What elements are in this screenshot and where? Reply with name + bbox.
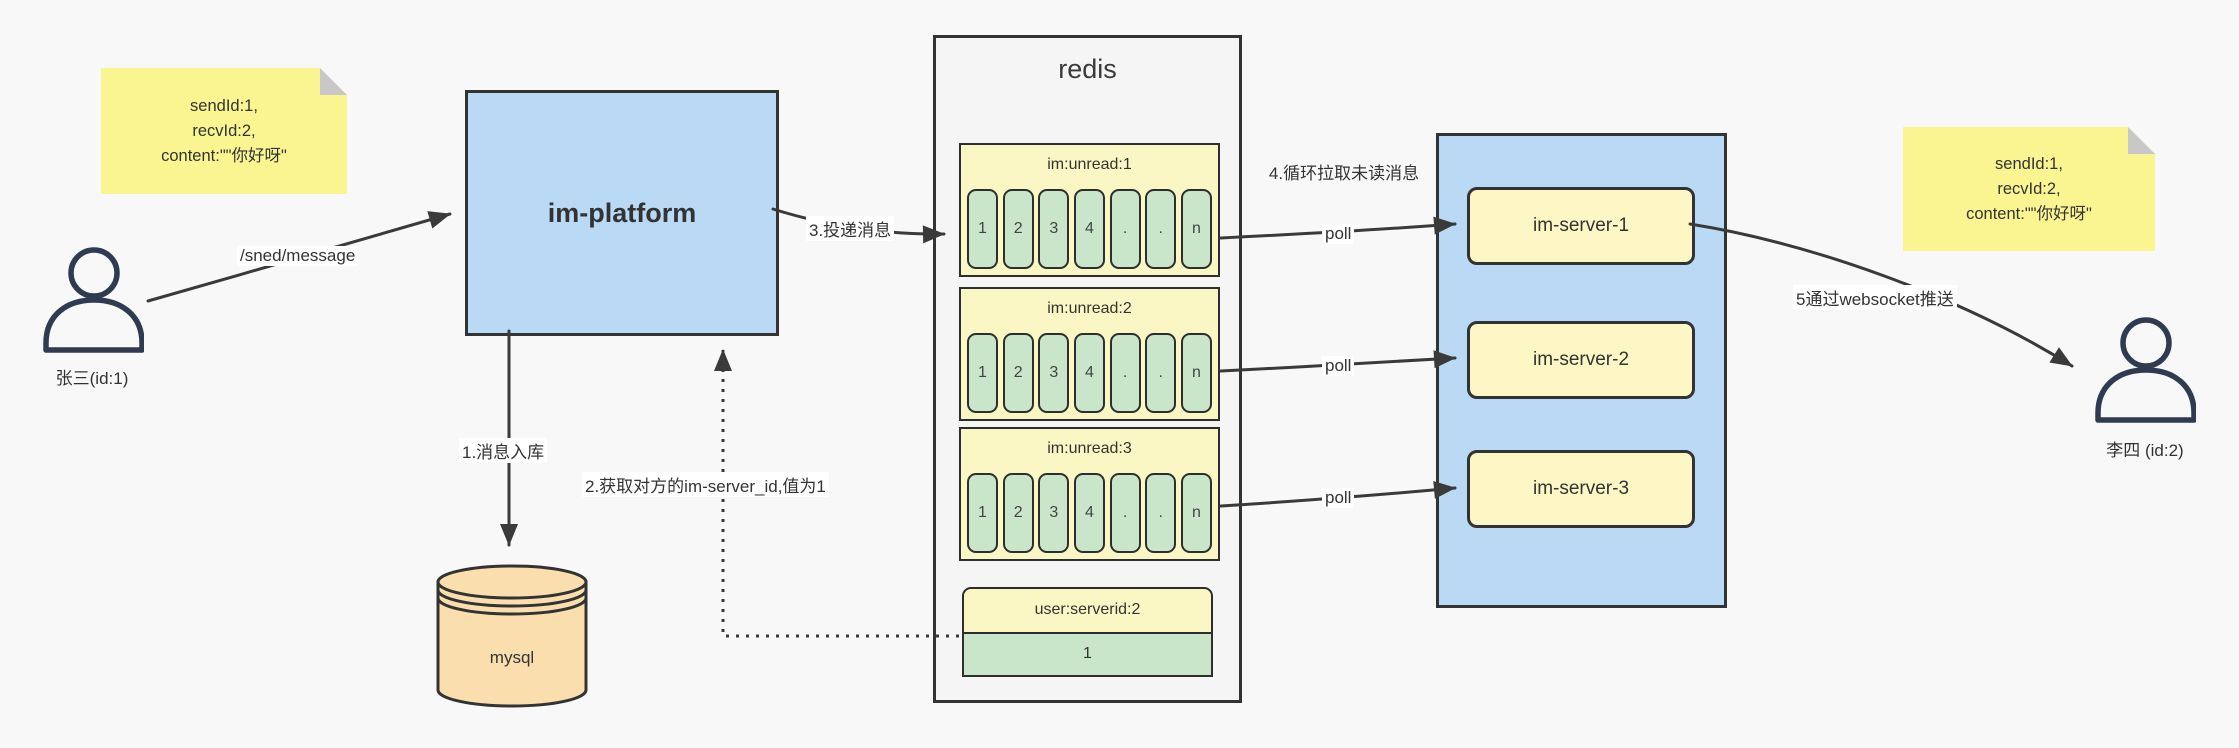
queue-cell: 1 xyxy=(967,333,998,413)
queue-cell: 4 xyxy=(1073,473,1105,553)
queue-2-header: im:unread:2 xyxy=(1047,300,1132,317)
label-step3: 3.投递消息 xyxy=(806,216,895,241)
queue-group-2: im:unread:2 1 2 3 4 . . n xyxy=(959,287,1220,421)
queue-cell: . xyxy=(1145,333,1177,413)
label-step1: 1.消息入库 xyxy=(459,438,548,463)
kv-key: user:serverid:2 xyxy=(962,587,1213,634)
receiver-label: 李四 (id:2) xyxy=(2106,441,2184,460)
sender-person-icon xyxy=(43,247,144,353)
kv-value: 1 xyxy=(962,631,1213,677)
queue-1-cells: 1 2 3 4 . . n xyxy=(967,189,1212,269)
im-platform-box: im-platform xyxy=(465,90,779,336)
sticky-left-fold-icon xyxy=(320,68,347,95)
queue-group-1: im:unread:1 1 2 3 4 . . n xyxy=(959,143,1220,277)
kv-box: user:serverid:2 1 xyxy=(962,587,1213,677)
sticky-right-fold-icon xyxy=(2128,127,2155,154)
im-server-2-box: im-server-2 xyxy=(1467,321,1695,399)
label-poll-3: poll xyxy=(1322,488,1355,508)
mysql-cylinder-icon xyxy=(436,564,588,708)
queue-cell: 3 xyxy=(1038,473,1070,553)
label-poll-2: poll xyxy=(1322,356,1355,376)
queue-cell: 1 xyxy=(967,473,998,553)
queue-cell: n xyxy=(1180,333,1212,413)
sticky-right-line-1: sendId:1, xyxy=(1995,154,2063,173)
queue-cell: . xyxy=(1109,189,1141,269)
im-server-3-label: im-server-3 xyxy=(1532,478,1630,499)
queue-3-cells: 1 2 3 4 . . n xyxy=(967,473,1212,553)
receiver-person-icon xyxy=(2095,317,2196,423)
sticky-note-right: sendId:1, recvId:2, content:""你好呀" xyxy=(1903,127,2155,251)
label-step4: 4.循环拉取未读消息 xyxy=(1268,164,1420,183)
sender-label: 张三(id:1) xyxy=(55,369,129,388)
sticky-right-line-3: content:""你好呀" xyxy=(1966,204,2092,223)
queue-group-3: im:unread:3 1 2 3 4 . . n xyxy=(959,427,1220,561)
im-platform-label: im-platform xyxy=(547,197,697,228)
queue-cell: . xyxy=(1109,473,1141,553)
label-send-message: /sned/message xyxy=(237,246,359,266)
label-poll-1: poll xyxy=(1322,224,1355,244)
sticky-note-left: sendId:1, recvId:2, content:""你好呀" xyxy=(101,68,347,194)
queue-cell: . xyxy=(1145,189,1177,269)
im-server-2-label: im-server-2 xyxy=(1532,349,1630,370)
queue-cell: 3 xyxy=(1038,333,1070,413)
queue-cell: . xyxy=(1109,333,1141,413)
queue-cell: 4 xyxy=(1073,333,1105,413)
queue-2-cells: 1 2 3 4 . . n xyxy=(967,333,1212,413)
im-server-1-box: im-server-1 xyxy=(1467,187,1695,265)
queue-cell: n xyxy=(1180,473,1212,553)
queue-cell: 4 xyxy=(1073,189,1105,269)
queue-cell: 3 xyxy=(1038,189,1070,269)
label-step5: 5通过websocket推送 xyxy=(1793,285,1957,310)
queue-cell: 1 xyxy=(967,189,998,269)
sticky-left-line-3: content:""你好呀" xyxy=(161,146,287,165)
queue-cell: 2 xyxy=(1002,333,1034,413)
redis-title: redis xyxy=(1058,54,1117,84)
im-server-3-box: im-server-3 xyxy=(1467,450,1695,528)
sticky-left-line-1: sendId:1, xyxy=(190,96,258,115)
queue-cell: . xyxy=(1145,473,1177,553)
im-server-1-label: im-server-1 xyxy=(1532,215,1630,236)
label-step2: 2.获取对方的im-server_id,值为1 xyxy=(582,472,829,497)
queue-1-header: im:unread:1 xyxy=(1047,156,1132,173)
mysql-label: mysql xyxy=(489,648,535,667)
queue-cell: n xyxy=(1180,189,1212,269)
sticky-left-line-2: recvId:2, xyxy=(192,121,256,140)
queue-3-header: im:unread:3 xyxy=(1047,440,1132,457)
sticky-right-line-2: recvId:2, xyxy=(1997,179,2061,198)
queue-cell: 2 xyxy=(1002,189,1034,269)
queue-cell: 2 xyxy=(1002,473,1034,553)
